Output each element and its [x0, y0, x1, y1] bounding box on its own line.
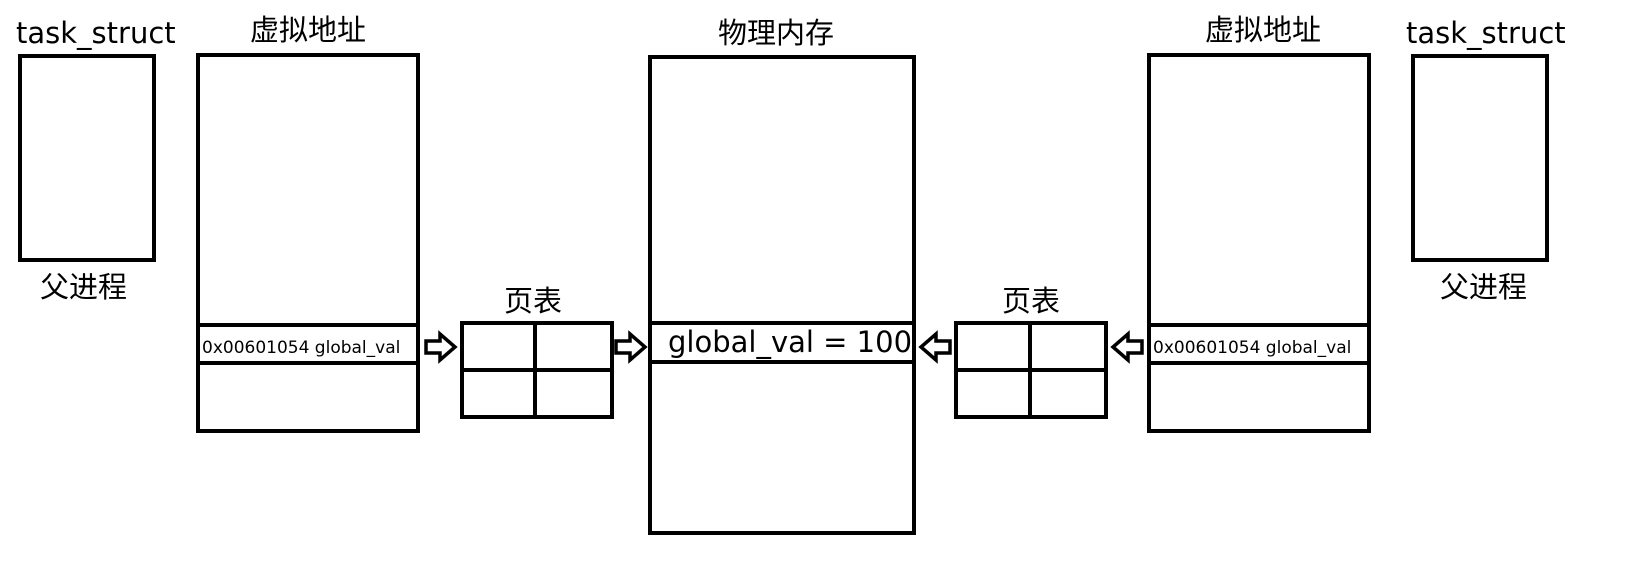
arrow-left-icon: [918, 330, 952, 364]
left-virtual-address-space: [196, 53, 420, 433]
physical-memory-divider-bottom: [648, 360, 916, 364]
physical-memory-entry: global_val = 100: [668, 325, 913, 359]
right-page-table-title: 页表: [1002, 284, 1061, 318]
left-address-entry: 0x00601054 global_val: [202, 338, 401, 358]
arrow-left-icon: [1110, 330, 1144, 364]
right-address-entry: 0x00601054 global_val: [1153, 338, 1352, 358]
right-process-label: 父进程: [1440, 270, 1528, 304]
left-task-struct-label: task_struct: [16, 16, 176, 50]
left-va-divider-top: [196, 323, 420, 327]
right-virtual-address-title: 虚拟地址: [1205, 13, 1322, 47]
right-va-divider-bottom: [1147, 361, 1371, 365]
physical-memory-title: 物理内存: [718, 16, 835, 50]
left-task-struct-box: [18, 54, 156, 262]
right-task-struct-label: task_struct: [1406, 16, 1566, 50]
arrow-right-icon: [424, 330, 458, 364]
right-va-divider-top: [1147, 323, 1371, 327]
arrow-right-icon: [614, 330, 648, 364]
left-page-table-row-divider: [460, 368, 614, 372]
right-virtual-address-space: [1147, 53, 1371, 433]
left-page-table-title: 页表: [504, 284, 563, 318]
right-task-struct-box: [1411, 54, 1549, 262]
physical-memory: [648, 55, 916, 535]
right-page-table-row-divider: [954, 368, 1108, 372]
left-va-divider-bottom: [196, 361, 420, 365]
left-virtual-address-title: 虚拟地址: [250, 13, 367, 47]
physical-memory-divider-top: [648, 321, 916, 325]
left-process-label: 父进程: [40, 270, 128, 304]
